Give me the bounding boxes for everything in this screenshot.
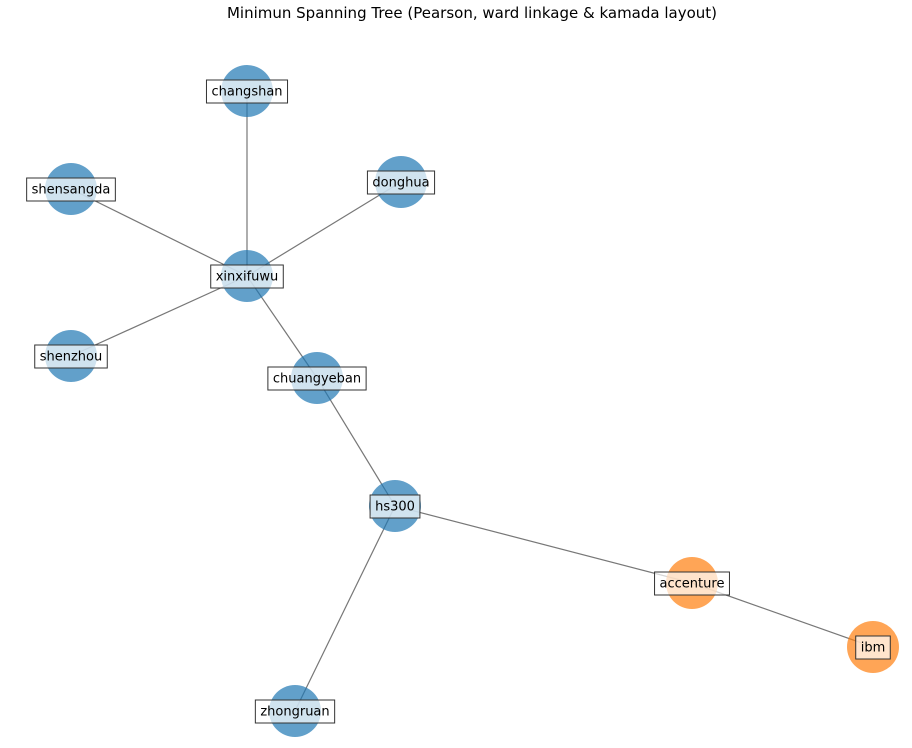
chart-title: Minimun Spanning Tree (Pearson, ward lin…	[226, 4, 718, 22]
node-label-box	[26, 177, 116, 202]
node-label-donghua: donghua	[366, 170, 436, 195]
node-label-box	[254, 699, 336, 724]
node-label-box	[267, 366, 367, 391]
node-label-text: zhongruan	[260, 705, 329, 720]
node-label-hs300: hs300	[369, 494, 421, 519]
node-label-changshan: changshan	[205, 79, 289, 104]
node-label-box	[855, 635, 891, 660]
node-label-ibm: ibm	[855, 635, 891, 660]
edge-donghua-xinxifuwu	[246, 181, 402, 277]
labels-layer: changshan shensangda donghua xinxifuwu shenz…	[26, 79, 891, 724]
node-label-zhongruan: zhongruan	[254, 699, 336, 724]
node-label-text: accenture	[660, 577, 725, 592]
nodes-layer	[45, 65, 899, 737]
node-label-box	[369, 494, 421, 519]
node-label-box	[34, 344, 108, 369]
node-label-text: shenzhou	[40, 350, 103, 365]
node-label-box	[205, 79, 289, 104]
edge-hs300-accenture	[394, 505, 693, 584]
edge-shenzhou-xinxifuwu	[70, 275, 248, 357]
node-label-accenture: accenture	[654, 571, 730, 596]
node-label-box	[366, 170, 436, 195]
edge-shensangda-xinxifuwu	[70, 188, 248, 277]
node-label-chuangyeban: chuangyeban	[267, 366, 367, 391]
node-label-text: donghua	[372, 176, 429, 191]
node-label-text: chuangyeban	[273, 372, 361, 387]
node-label-text: ibm	[861, 641, 886, 656]
node-label-text: shensangda	[32, 183, 111, 198]
node-label-text: hs300	[375, 500, 415, 515]
node-label-box	[210, 264, 284, 289]
node-label-xinxifuwu: xinxifuwu	[210, 264, 284, 289]
node-label-shensangda: shensangda	[26, 177, 116, 202]
edge-hs300-zhongruan	[294, 505, 396, 712]
node-label-shenzhou: shenzhou	[34, 344, 108, 369]
node-label-text: changshan	[211, 85, 282, 100]
node-label-box	[654, 571, 730, 596]
node-label-text: xinxifuwu	[216, 270, 279, 285]
edges-layer	[70, 91, 874, 712]
